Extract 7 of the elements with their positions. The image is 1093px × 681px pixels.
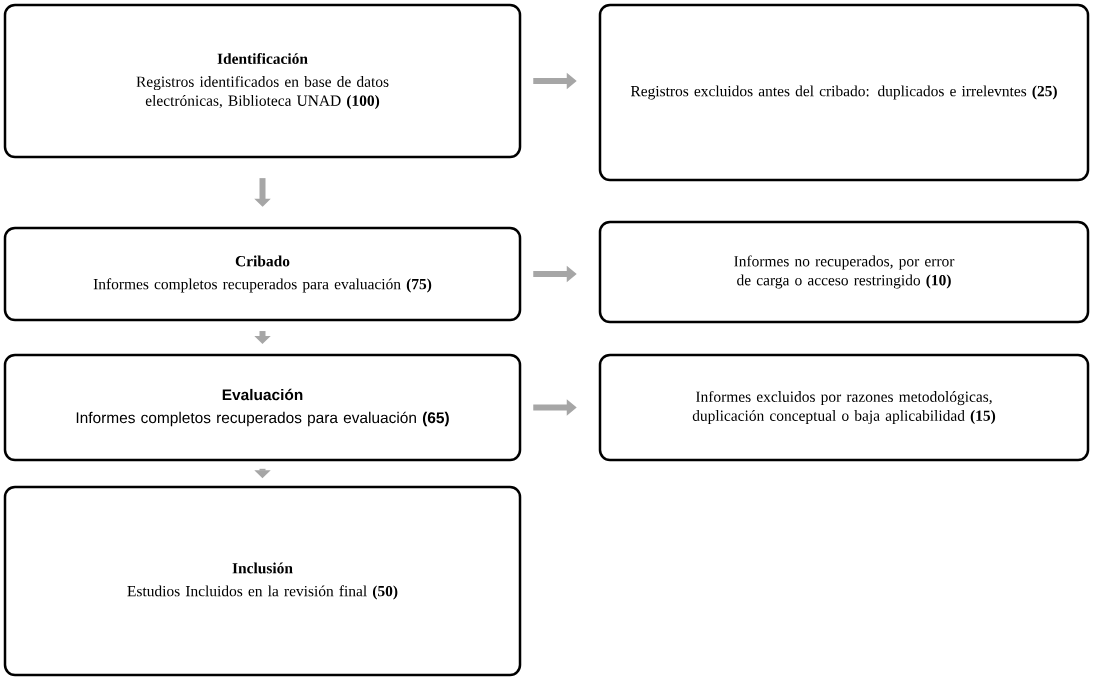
process-box: Evaluación Informes completos recuperados para evaluación (65) xyxy=(3,353,522,462)
process-box: Cribado Informes completos recuperados para evaluación (75) xyxy=(3,226,522,322)
exclusion-box: Informes excluidos por razones metodológicas, duplicación conceptual o baja aplicabilidad (15) xyxy=(598,353,1090,462)
exclusion-box: Registros excluidos antes del cribado: duplicados e irrelevntes (25) xyxy=(598,3,1090,182)
exclusion-box: Informes no recuperados, por error de carga o acceso restringido (10) xyxy=(598,220,1090,324)
process-box: Inclusión Estudios Incluidos en la revisión final (50) xyxy=(3,485,522,677)
process-box: Identificación Registros identificados en base de datos electrónicas, Biblioteca UNAD (100) xyxy=(3,3,522,159)
